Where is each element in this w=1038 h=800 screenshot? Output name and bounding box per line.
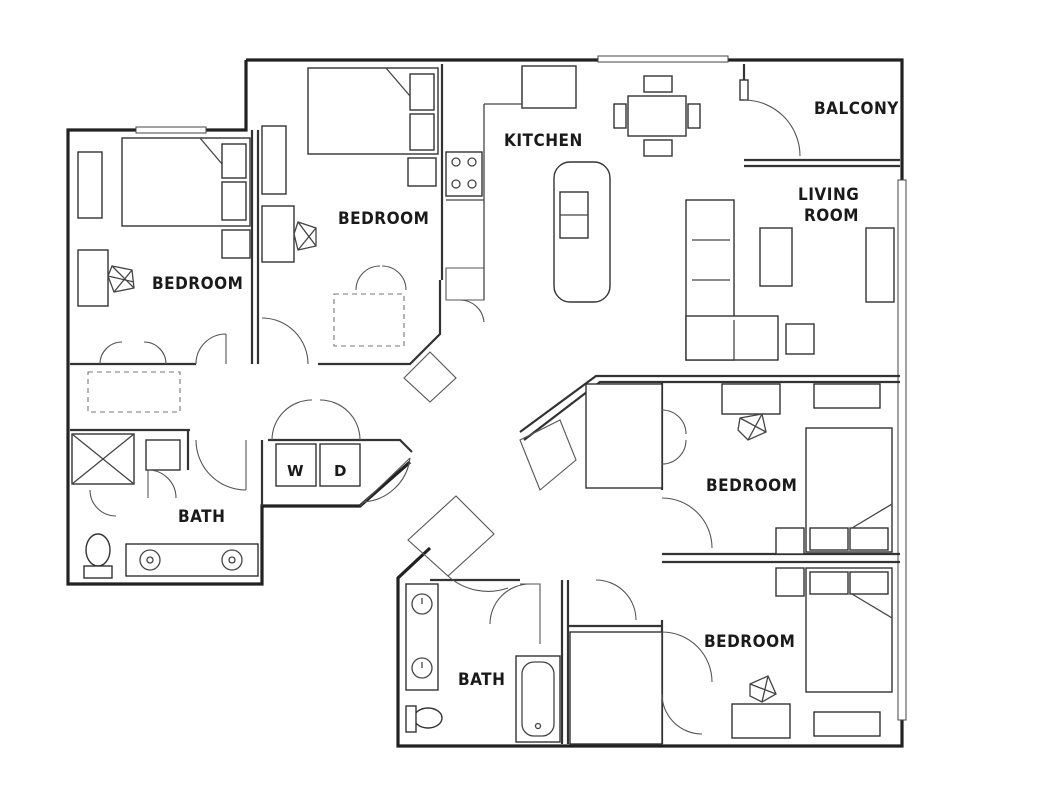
dryer-label: D (334, 462, 346, 480)
bedroom-4: BEDROOM (569, 567, 893, 745)
sink-icon (139, 549, 161, 571)
exterior-walls (66, 55, 907, 748)
side-table (785, 323, 815, 355)
refrigerator (521, 65, 577, 109)
vanity (125, 543, 259, 577)
stove-icon (445, 151, 483, 197)
dresser (77, 151, 103, 219)
bedroom-2: BEDROOM (261, 67, 439, 365)
sink-icon (411, 657, 433, 679)
desk-chair-icon (749, 675, 777, 703)
desk (77, 249, 109, 307)
kitchen-label: KITCHEN (504, 131, 583, 151)
bath-1-label: BATH (178, 507, 225, 527)
desk-chair-icon (107, 265, 135, 293)
bath-2: BATH (405, 583, 561, 743)
desk (731, 703, 791, 739)
coffee-table (759, 227, 793, 287)
sectional-sofa (685, 199, 779, 361)
desk (721, 383, 781, 415)
sink-icon (411, 593, 433, 615)
bath-1: BATH (71, 433, 259, 579)
toilet-icon (405, 705, 443, 733)
bedroom-2-label: BEDROOM (338, 209, 429, 229)
washer (275, 443, 317, 487)
bedroom-4-label: BEDROOM (704, 632, 795, 652)
dresser (813, 383, 881, 409)
tv-stand (865, 227, 895, 303)
bedroom-1: BEDROOM (77, 137, 251, 413)
desk (261, 205, 295, 263)
desk-chair-icon (737, 413, 767, 441)
dresser (813, 711, 881, 737)
balcony-label: BALCONY (814, 99, 899, 119)
dresser (261, 125, 287, 195)
sink-icon (221, 549, 243, 571)
toilet-icon (83, 533, 113, 579)
desk-chair-icon (293, 221, 317, 251)
dryer (319, 443, 361, 487)
living-room: LIVING ROOM (685, 185, 895, 361)
bedroom-3: BEDROOM (519, 383, 893, 555)
washer-label: W (287, 462, 304, 480)
hallway-doors (407, 495, 637, 644)
bedroom-3-label: BEDROOM (706, 476, 797, 496)
balcony: BALCONY (739, 79, 899, 157)
bedroom-1-label: BEDROOM (152, 274, 243, 294)
kitchen: KITCHEN (403, 65, 611, 403)
living-room-label-line2: ROOM (804, 206, 859, 226)
bath-2-label: BATH (458, 670, 505, 690)
bathtub (515, 655, 561, 743)
laundry: W D (271, 399, 411, 507)
dining-table (613, 75, 701, 157)
living-room-label-line1: LIVING (798, 185, 859, 205)
